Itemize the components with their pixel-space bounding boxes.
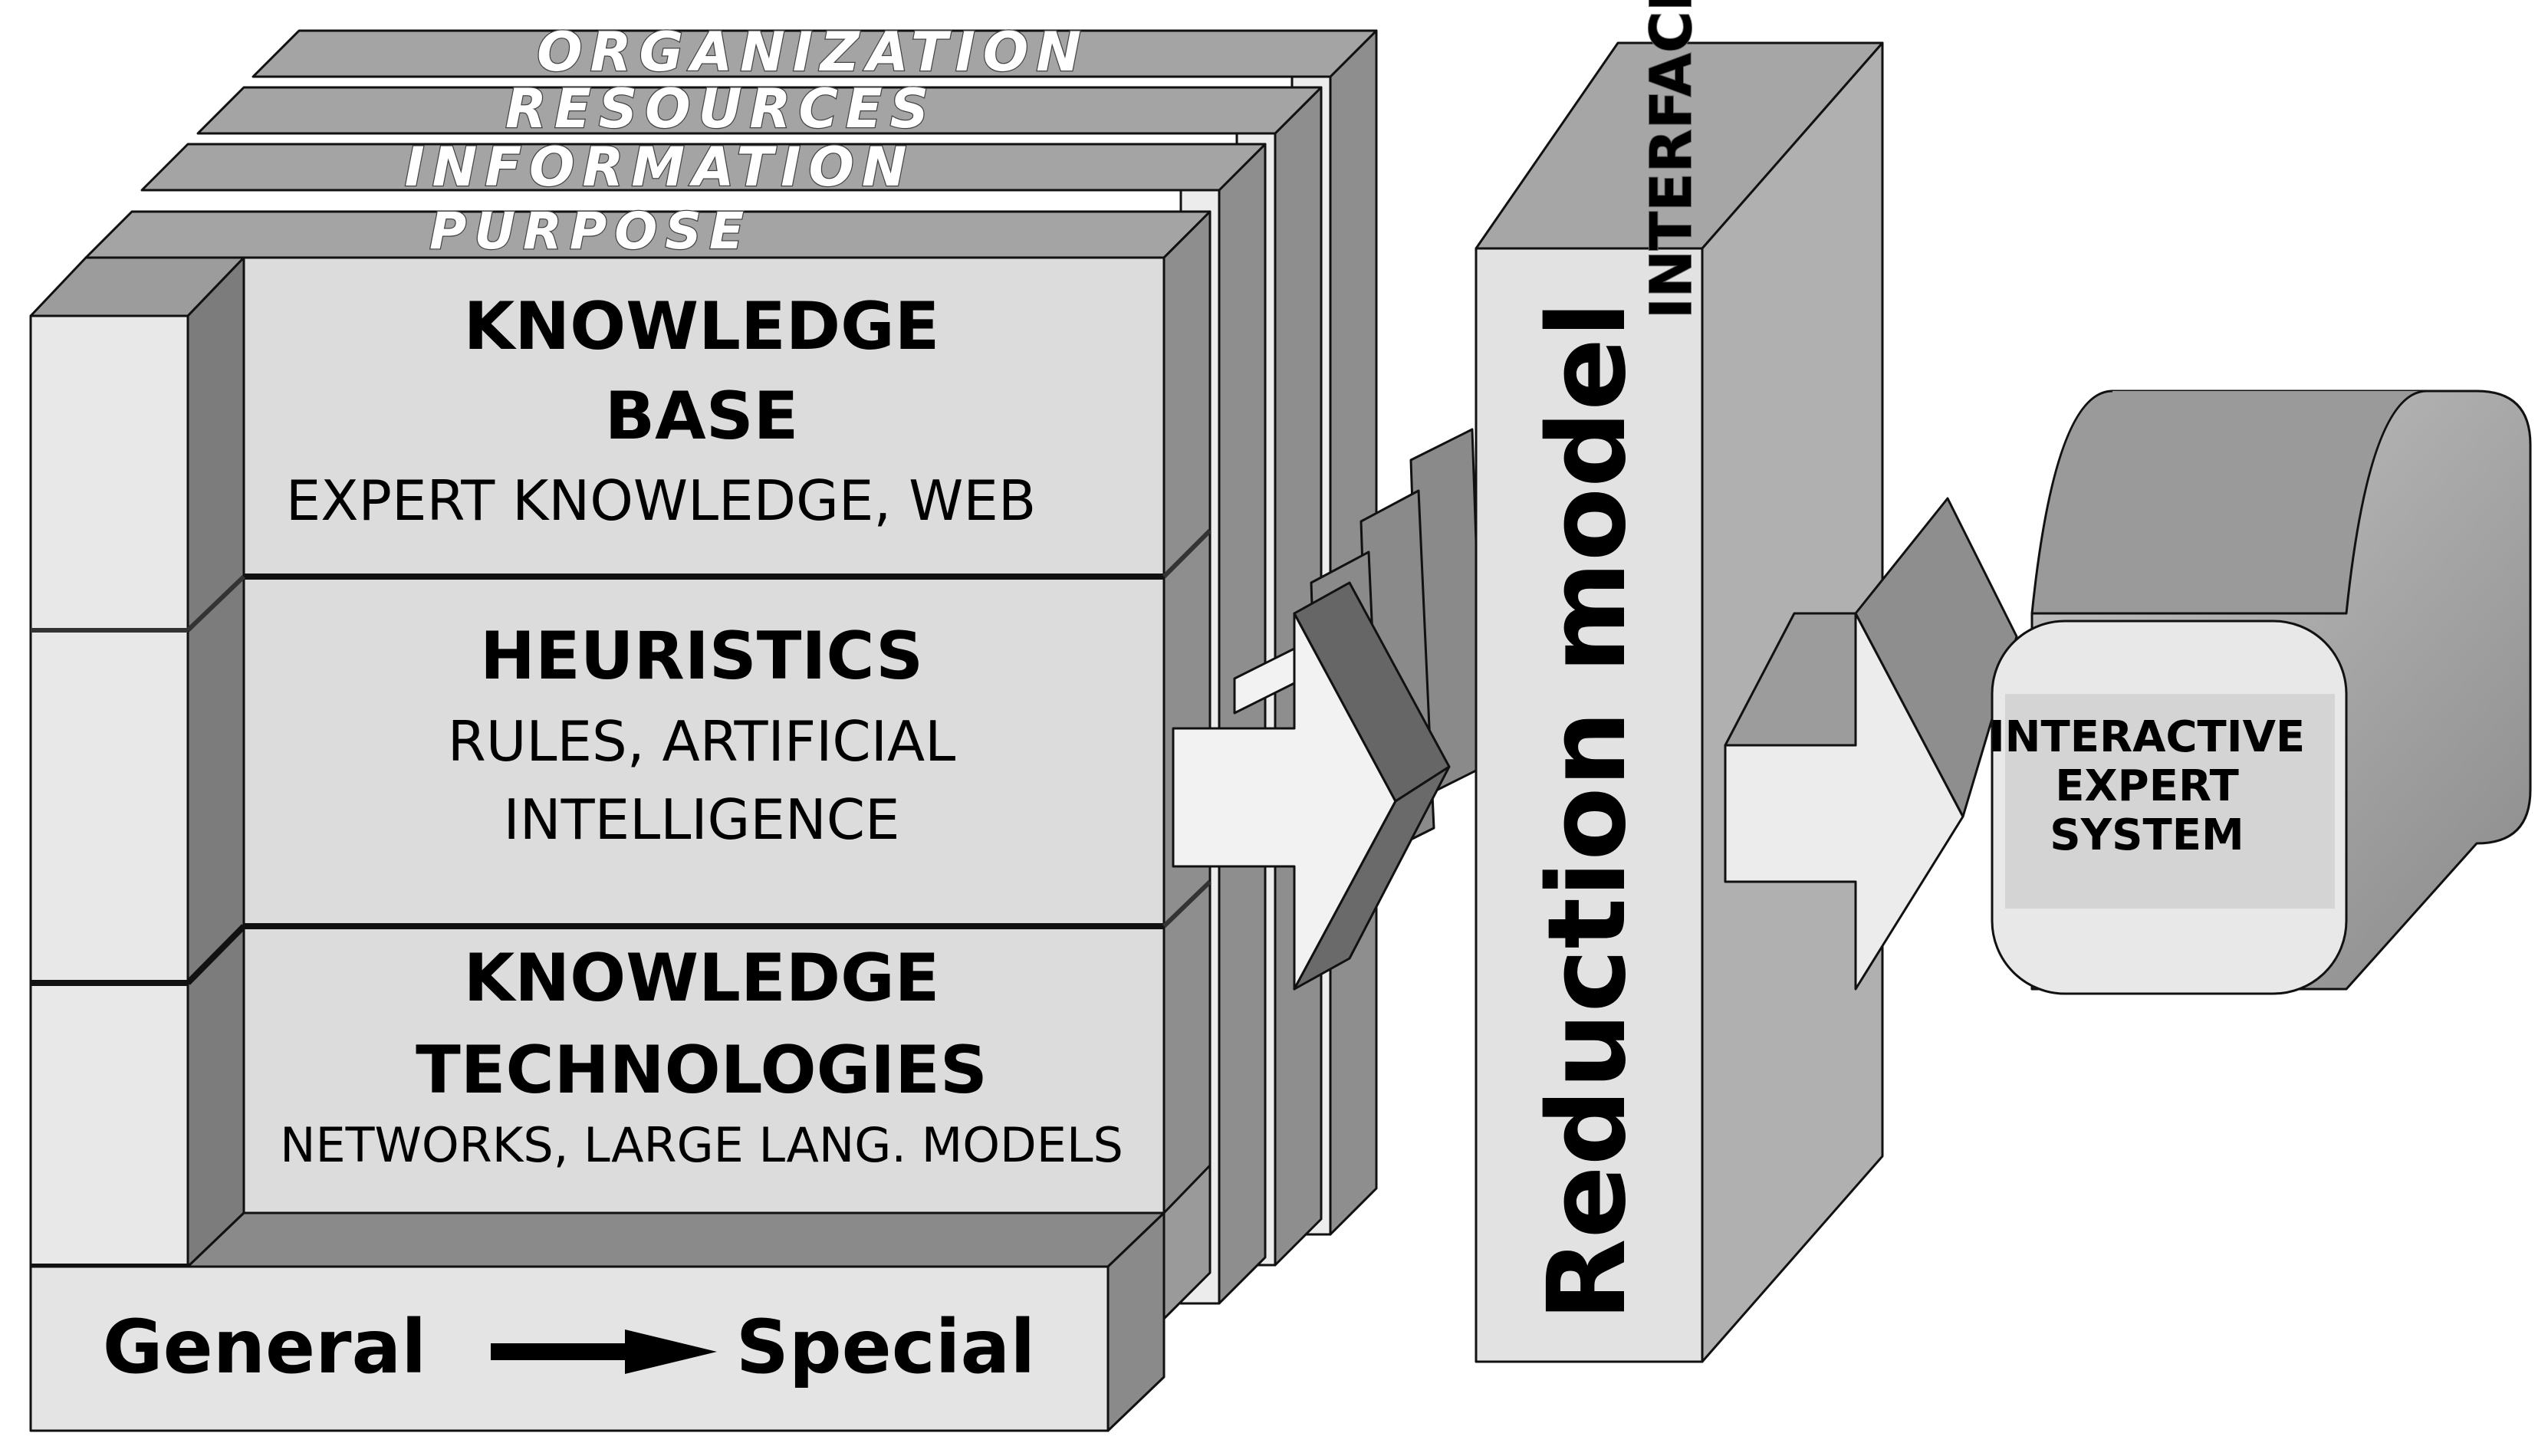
output-arrow-icon (1724, 497, 2018, 991)
heuristics-subtitle-2: INTELLIGENCE (504, 787, 900, 852)
reduction-model-label: Reduction model (1525, 301, 1650, 1321)
knowledge-base-subtitle: EXPERT KNOWLEDGE, WEB (286, 468, 1037, 533)
expert-system-line-2: EXPERT (2055, 761, 2239, 811)
knowledge-block: KNOWLEDGE BASE EXPERT KNOWLEDGE, WEB HEU… (29, 210, 1212, 1270)
resources-label: RESOURCES (505, 77, 936, 140)
expert-system-line-1: INTERACTIVE (1989, 712, 2305, 762)
special-label: Special (736, 1304, 1035, 1390)
heuristics-section: HEURISTICS RULES, ARTIFICIAL INTELLIGENC… (448, 618, 956, 852)
knowledge-technologies-subtitle: NETWORKS, LARGE LANG. MODELS (280, 1117, 1123, 1173)
knowledge-base-title-2: BASE (605, 378, 799, 455)
chevron-flow-icon (1172, 428, 1485, 991)
expert-system-line-3: SYSTEM (2050, 810, 2244, 860)
knowledge-technologies-title-1: KNOWLEDGE (464, 940, 940, 1017)
right-arrow-icon (491, 1329, 717, 1374)
knowledge-base-title-1: KNOWLEDGE (464, 288, 940, 365)
organization-label: ORGANIZATION (537, 21, 1089, 84)
expert-system-drum: INTERACTIVE EXPERT SYSTEM (1989, 389, 2532, 995)
heuristics-title: HEURISTICS (480, 618, 923, 695)
knowledge-technologies-title-2: TECHNOLOGIES (416, 1032, 988, 1109)
resources-slab: RESOURCES (196, 77, 1323, 1267)
knowledge-base-section: KNOWLEDGE BASE EXPERT KNOWLEDGE, WEB (286, 288, 1037, 533)
general-special-bar: General Special (29, 1211, 1166, 1432)
interface-block: INTERFACE Reduction model (1475, 0, 1884, 1363)
heuristics-subtitle-1: RULES, ARTIFICIAL (448, 709, 956, 774)
information-label: INFORMATION (405, 136, 915, 199)
general-label: General (103, 1304, 426, 1390)
interface-label: INTERFACE (1639, 0, 1705, 319)
purpose-label: PURPOSE (429, 202, 751, 261)
knowledge-technologies-section: KNOWLEDGE TECHNOLOGIES NETWORKS, LARGE L… (280, 940, 1123, 1173)
